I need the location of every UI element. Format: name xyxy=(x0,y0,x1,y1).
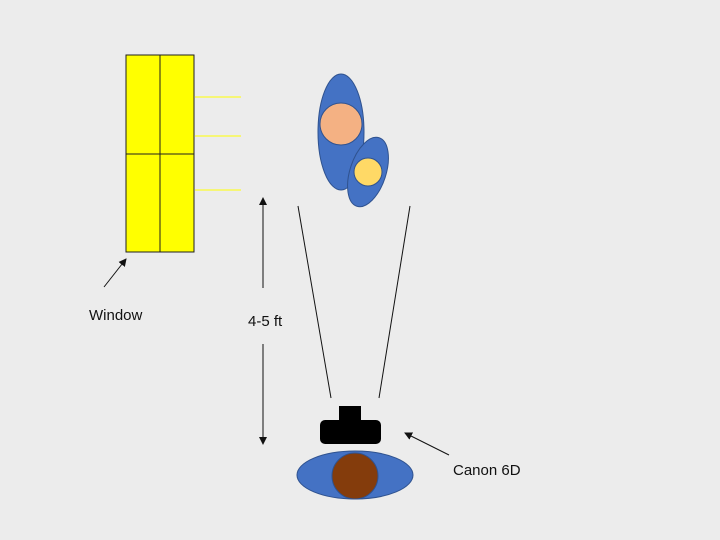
subject-child xyxy=(347,136,389,208)
camera-body xyxy=(320,420,381,444)
window-pointer-arrow xyxy=(103,258,127,288)
subject-child-head xyxy=(353,157,383,187)
camera-viewfinder xyxy=(339,406,361,422)
window-icon xyxy=(125,54,195,253)
distance-label: 4-5 ft xyxy=(248,313,283,330)
camera-pointer-arrow xyxy=(404,432,450,456)
camera-icon xyxy=(320,406,381,444)
photographer-head xyxy=(331,452,379,500)
photographer xyxy=(296,450,414,500)
light-rays xyxy=(195,96,241,191)
window-label: Window xyxy=(89,307,143,324)
field-of-view-line-left xyxy=(297,205,332,399)
field-of-view-line-right xyxy=(378,205,411,399)
camera-label: Canon 6D xyxy=(453,462,521,479)
subject-adult-head xyxy=(319,102,363,146)
